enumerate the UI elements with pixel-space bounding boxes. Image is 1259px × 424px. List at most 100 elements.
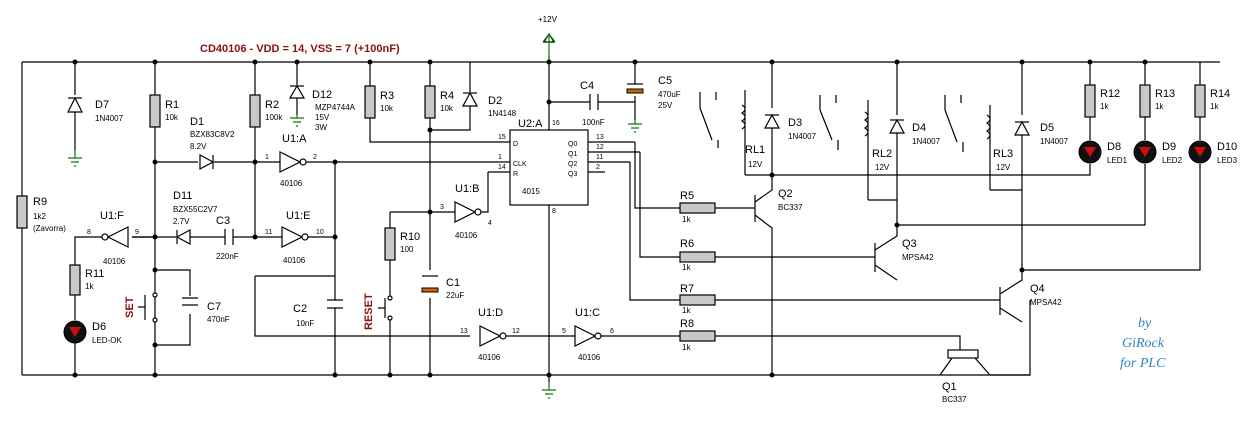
svg-text:1k: 1k [682, 263, 691, 272]
svg-text:10k: 10k [380, 104, 394, 113]
svg-text:MPSA42: MPSA42 [902, 253, 934, 262]
svg-text:16: 16 [552, 120, 560, 127]
svg-text:LED2: LED2 [1162, 156, 1183, 165]
r7-resistor: R7 1k [629, 162, 1000, 315]
svg-text:RL2: RL2 [872, 148, 892, 160]
svg-text:C7: C7 [207, 301, 221, 313]
svg-text:2: 2 [313, 154, 317, 161]
diagram-title: CD40106 - VDD = 14, VSS = 7 (+100nF) [200, 43, 400, 55]
svg-text:1k: 1k [1210, 102, 1219, 111]
svg-text:BC337: BC337 [942, 395, 967, 404]
svg-text:10k: 10k [440, 104, 454, 113]
u1c-inverter: U1:C 40106 5 6 [562, 307, 680, 362]
svg-text:BC337: BC337 [778, 203, 803, 212]
author-credit: by GiRock for PLC [1120, 316, 1166, 371]
svg-text:R2: R2 [265, 99, 279, 111]
r13-resistor: R13 1k [897, 62, 1175, 226]
u1a-inverter: U1:A 40106 1 2 [255, 133, 500, 188]
svg-text:R13: R13 [1155, 88, 1175, 100]
svg-text:470uF: 470uF [658, 90, 681, 99]
svg-text:40106: 40106 [478, 353, 501, 362]
svg-text:SET: SET [124, 296, 136, 318]
svg-text:220nF: 220nF [216, 252, 239, 261]
d9-led: D9 LED2 [1133, 140, 1183, 165]
svg-text:U1:C: U1:C [575, 307, 600, 319]
svg-text:(Zavorra): (Zavorra) [33, 224, 66, 233]
r6-resistor: R6 1k [639, 152, 875, 272]
d6-led: D6 LED-OK [63, 320, 122, 375]
svg-text:U2:A: U2:A [518, 118, 543, 130]
c5-capacitor: C5 470uF 25V [626, 62, 681, 110]
svg-text:14: 14 [498, 164, 506, 171]
svg-text:U1:B: U1:B [455, 183, 479, 195]
d8-led: D8 LED1 [1078, 140, 1128, 165]
svg-text:CLK: CLK [513, 161, 527, 168]
svg-text:40106: 40106 [103, 257, 126, 266]
svg-text:R4: R4 [440, 90, 454, 102]
u1e-inverter: U1:E 40106 11 10 [255, 210, 335, 265]
svg-text:U1:F: U1:F [100, 210, 124, 222]
svg-text:MPSA42: MPSA42 [1030, 298, 1062, 307]
r2-resistor: R2 100k [249, 62, 283, 237]
c2-capacitor: C2 10nF [254, 162, 470, 375]
svg-text:R: R [513, 171, 518, 178]
svg-text:C5: C5 [658, 75, 672, 87]
svg-text:D9: D9 [1162, 141, 1176, 153]
svg-text:40106: 40106 [280, 179, 303, 188]
svg-text:1N4007: 1N4007 [912, 137, 941, 146]
svg-text:R8: R8 [680, 318, 694, 330]
svg-text:8.2V: 8.2V [190, 142, 207, 151]
svg-text:C2: C2 [293, 303, 307, 315]
svg-text:1k: 1k [1155, 102, 1164, 111]
svg-text:for PLC: for PLC [1120, 356, 1166, 371]
r8-resistor: R8 1k [679, 318, 961, 352]
svg-text:LED-OK: LED-OK [92, 336, 122, 345]
svg-text:8: 8 [552, 208, 556, 215]
svg-text:1k: 1k [682, 215, 691, 224]
rails [21, 61, 1220, 376]
svg-text:40106: 40106 [578, 353, 601, 362]
svg-text:5: 5 [562, 328, 566, 335]
svg-text:10k: 10k [165, 113, 179, 122]
svg-text:2.7V: 2.7V [173, 217, 190, 226]
svg-text:40106: 40106 [455, 231, 478, 240]
svg-text:D1: D1 [190, 116, 204, 128]
svg-text:40106: 40106 [283, 256, 306, 265]
svg-text:LED1: LED1 [1107, 156, 1128, 165]
r9-resistor: R9 1k2 (Zavorra) [16, 195, 66, 233]
svg-text:11: 11 [265, 229, 272, 236]
q3-transistor: Q3 MPSA42 [874, 200, 934, 281]
svg-text:1: 1 [498, 154, 502, 161]
svg-text:R9: R9 [33, 196, 47, 208]
svg-text:by: by [1138, 316, 1152, 331]
svg-text:10: 10 [316, 229, 324, 236]
svg-text:U1:E: U1:E [286, 210, 310, 222]
svg-text:22uF: 22uF [446, 291, 464, 300]
c7-capacitor: C7 470nF [182, 297, 230, 324]
r4-resistor: R4 10k [424, 62, 454, 375]
u1b-inverter: U1:B 40106 3 4 [390, 172, 492, 240]
svg-text:Q1: Q1 [942, 381, 957, 393]
rl2-relay: RL2 12V D4 1N4007 [819, 62, 941, 201]
svg-text:LED3: LED3 [1217, 156, 1238, 165]
svg-text:3W: 3W [315, 123, 327, 132]
svg-text:D2: D2 [488, 95, 502, 107]
d10-led: D10 LED3 [1188, 140, 1238, 165]
q1-transistor: Q1 BC337 [939, 300, 1031, 404]
c4-capacitor: C4 100nF [549, 80, 642, 133]
svg-text:BZX83C8V2: BZX83C8V2 [190, 130, 235, 139]
svg-text:C3: C3 [216, 215, 230, 227]
svg-text:C1: C1 [446, 277, 460, 289]
svg-text:R6: R6 [680, 238, 694, 250]
rl3-relay: RL3 12V D5 1N4007 [944, 62, 1069, 191]
svg-text:RESET: RESET [363, 293, 375, 330]
svg-text:R1: R1 [165, 99, 179, 111]
svg-text:2: 2 [596, 164, 600, 171]
svg-text:3: 3 [440, 204, 444, 211]
svg-text:12: 12 [512, 328, 520, 335]
r10-resistor: R10 100 [384, 212, 420, 290]
r1-resistor: R1 10k [149, 62, 179, 375]
svg-text:4015: 4015 [522, 187, 540, 196]
svg-text:+12V: +12V [538, 15, 558, 24]
